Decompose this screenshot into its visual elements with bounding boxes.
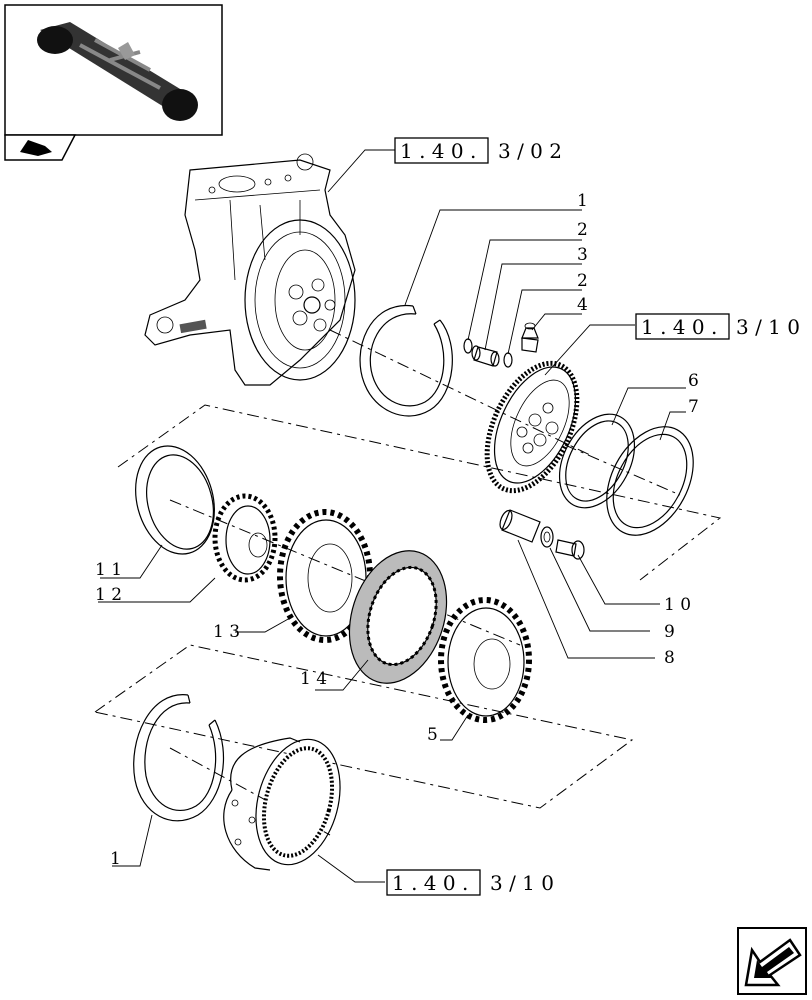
friction-disc-14 bbox=[348, 550, 448, 684]
group-outline-lower bbox=[93, 644, 634, 809]
snap-ring-lower bbox=[133, 694, 225, 822]
planet-carrier-gear bbox=[484, 360, 580, 494]
nav-tab-icon[interactable] bbox=[4, 134, 77, 161]
o-ring-b bbox=[503, 352, 513, 368]
sun-gear-12 bbox=[212, 493, 278, 583]
callout-1-lower[interactable]: 1 bbox=[110, 849, 121, 869]
leader-lines bbox=[98, 149, 686, 883]
callout-2-lower[interactable]: 2 bbox=[577, 271, 588, 291]
callout-7[interactable]: 7 bbox=[688, 397, 699, 417]
reference-boxed-text: 1 . 4 0 . bbox=[392, 871, 468, 895]
reference-boxed-text: 1 . 4 0 . bbox=[400, 139, 476, 163]
callout-5[interactable]: 5 bbox=[427, 725, 438, 745]
reference-tail-text: 3 / 1 0 bbox=[736, 315, 800, 339]
o-ring-a bbox=[463, 338, 473, 354]
reference-1-40-3-10-lower[interactable]: 1 . 4 0 . 3 / 1 0 bbox=[386, 869, 554, 896]
tractor-icon bbox=[20, 140, 52, 156]
bolt-10 bbox=[555, 539, 585, 560]
bearing-ring-11 bbox=[135, 445, 215, 555]
snap-ring-upper bbox=[359, 305, 453, 417]
callout-11[interactable]: 1 1 bbox=[95, 560, 122, 580]
callout-12[interactable]: 1 2 bbox=[95, 585, 122, 605]
next-page-button[interactable] bbox=[737, 927, 807, 995]
planet-gear-5 bbox=[438, 597, 532, 723]
axle-thumbnail-image bbox=[37, 22, 198, 121]
reference-1-40-3-02[interactable]: 1 . 4 0 . 3 / 0 2 bbox=[394, 137, 562, 164]
reference-1-40-3-10-upper[interactable]: 1 . 4 0 . 3 / 1 0 bbox=[635, 313, 800, 340]
steering-knuckle-housing bbox=[144, 153, 356, 386]
ring-gear-housing bbox=[223, 737, 341, 871]
group-outline-upper bbox=[117, 404, 722, 581]
callout-4[interactable]: 4 bbox=[577, 295, 588, 315]
reference-tail-text: 3 / 0 2 bbox=[498, 139, 562, 163]
callout-14[interactable]: 1 4 bbox=[300, 669, 327, 689]
overview-thumbnail[interactable] bbox=[4, 4, 223, 136]
callout-9[interactable]: 9 bbox=[664, 622, 675, 642]
callout-labels: 1 2 3 2 4 6 7 1 1 1 2 1 3 1 4 1 0 9 8 5 … bbox=[95, 191, 699, 869]
grease-nipple bbox=[521, 322, 539, 353]
reference-tail-text: 3 / 1 0 bbox=[490, 871, 554, 895]
callout-6[interactable]: 6 bbox=[688, 371, 699, 391]
callout-3[interactable]: 3 bbox=[577, 245, 588, 265]
washer-9 bbox=[540, 526, 554, 548]
roller-pin bbox=[471, 345, 500, 367]
shim-ring-6 bbox=[558, 413, 636, 509]
callout-2-upper[interactable]: 2 bbox=[577, 220, 588, 240]
planet-pin-8 bbox=[499, 509, 541, 543]
callout-1-upper[interactable]: 1 bbox=[577, 191, 588, 211]
shim-ring-7 bbox=[606, 426, 694, 536]
callout-13[interactable]: 1 3 bbox=[213, 622, 240, 642]
callout-10[interactable]: 1 0 bbox=[664, 595, 691, 615]
reference-boxed-text: 1 . 4 0 . bbox=[641, 315, 717, 339]
callout-8[interactable]: 8 bbox=[664, 648, 675, 668]
